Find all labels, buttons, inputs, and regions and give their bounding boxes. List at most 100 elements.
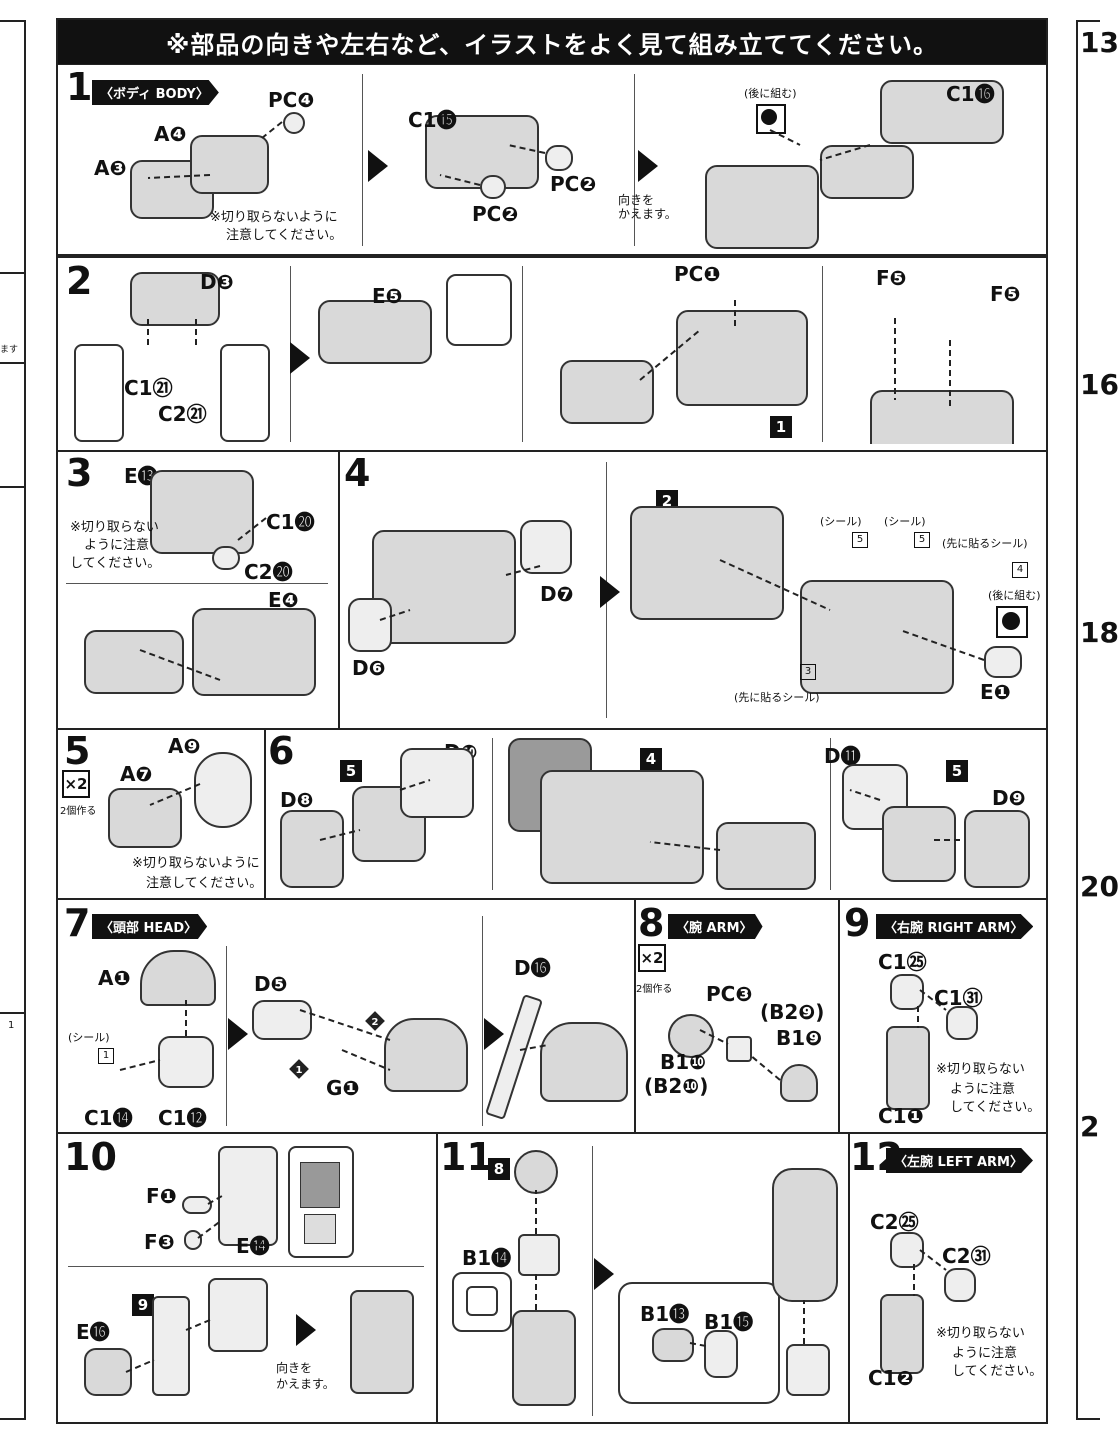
divider	[482, 916, 483, 1126]
seal-note: (シール)	[68, 1031, 110, 1044]
arm-assembly	[716, 822, 816, 890]
cut-warning: してください。	[70, 556, 161, 571]
divider	[848, 1132, 850, 1422]
divider	[68, 1266, 424, 1267]
step-arrow	[638, 150, 658, 182]
part-d3	[130, 272, 220, 326]
part-label: (B2❿)	[644, 1074, 709, 1098]
step-arrow	[484, 1018, 504, 1050]
part-label: PC❶	[674, 262, 721, 286]
part-label: A❹	[154, 122, 187, 146]
left-edge-text: ます	[0, 345, 19, 355]
step-arrow	[600, 576, 620, 608]
part-d5	[252, 1000, 312, 1040]
part-d6	[348, 598, 392, 652]
part-b1-9	[780, 1064, 818, 1102]
divider	[58, 256, 1046, 258]
part-label: D❼	[540, 582, 574, 606]
part-e1	[984, 646, 1022, 678]
cut-warning: してください。	[950, 1100, 1041, 1115]
part-label: C2⓴	[244, 560, 293, 584]
divider	[58, 728, 1046, 730]
divider	[264, 728, 266, 898]
part-label: C2㉑	[158, 402, 207, 426]
later-icon	[996, 606, 1028, 638]
step-number: 5	[64, 729, 91, 773]
step-number: 11	[440, 1135, 493, 1179]
step-ref-badge: 8	[488, 1158, 510, 1180]
part-label: B1❿	[660, 1050, 707, 1074]
part-label: A❶	[98, 966, 131, 990]
part-label: B1⓮	[462, 1246, 512, 1270]
step-ref-badge: 1	[770, 416, 792, 438]
step-number: 8	[638, 901, 665, 945]
divider	[592, 1146, 593, 1416]
part-label: PC❷	[550, 172, 597, 196]
divider	[634, 898, 636, 1132]
arm-frame	[152, 1296, 190, 1396]
poly-cap	[184, 1230, 202, 1250]
part-label: C1❷	[868, 1366, 914, 1390]
step-arrow	[594, 1258, 614, 1290]
body-part	[820, 145, 914, 199]
poly-cap	[545, 145, 573, 171]
divider	[522, 266, 523, 442]
part-label: PC❷	[472, 202, 519, 226]
part-d9	[964, 810, 1030, 888]
right-edge-step: 20	[1080, 870, 1119, 903]
divider	[362, 74, 363, 246]
part-label: C1⓮	[84, 1106, 133, 1130]
body-assembly	[630, 506, 784, 620]
part-a9	[194, 752, 252, 828]
part-label: A❼	[120, 762, 153, 786]
arm-assembly	[772, 1168, 838, 1302]
part-label: C1⓴	[266, 510, 315, 534]
svg-text:2: 2	[372, 1017, 379, 1028]
page-banner: ※部品の向きや左右など、イラストをよく見て組み立ててください。	[58, 20, 1046, 64]
left-edge-line	[0, 486, 26, 488]
step-arrow	[368, 150, 388, 182]
part-d10	[400, 748, 474, 818]
part-label: C1㉕	[878, 950, 927, 974]
step-title: 〈左腕 LEFT ARM〉	[886, 1148, 1033, 1173]
divider	[66, 583, 328, 584]
step-ref-badge: 4	[640, 748, 662, 770]
cut-warning: ※切り取らない	[70, 520, 159, 535]
cut-warning: ※切り取らないように	[210, 210, 338, 225]
cut-warning: ※切り取らない	[936, 1062, 1025, 1077]
elbow-part	[652, 1328, 694, 1362]
make-two-note: 2個作る	[60, 806, 97, 817]
divider	[58, 450, 1046, 452]
step-number: 3	[66, 451, 93, 495]
part-label: A❸	[94, 156, 127, 180]
part-e4	[192, 608, 316, 696]
part-assembly	[372, 530, 516, 644]
part-label: C1❶	[878, 1104, 924, 1128]
divider	[830, 738, 831, 890]
left-edge-line	[0, 362, 26, 364]
forearm-part	[704, 1330, 738, 1378]
later-icon	[756, 104, 786, 134]
part-label: F❸	[144, 1230, 175, 1254]
seal-number: 5	[914, 532, 930, 548]
poly-cap	[182, 1196, 212, 1214]
step-ref-badge: 9	[132, 1294, 154, 1316]
cut-warning: ように注意	[952, 1346, 1018, 1361]
arm-assembly	[882, 806, 956, 882]
part-label: B1⓭	[640, 1302, 690, 1326]
part-label: C2㉕	[870, 1210, 919, 1234]
part-label: C2㉛	[942, 1244, 991, 1268]
part-assembly	[800, 580, 954, 694]
step-number: 4	[344, 451, 371, 495]
right-edge-step: 18	[1080, 616, 1119, 649]
part-label: D❾	[992, 786, 1026, 810]
step-ref-badge: 5	[340, 760, 362, 782]
part-label: G❶	[326, 1076, 360, 1100]
poly-cap	[283, 112, 305, 134]
part-label: C1㉑	[124, 376, 173, 400]
detail-callout	[446, 274, 512, 346]
part-label: F❺	[876, 266, 907, 290]
step-arrow	[290, 342, 310, 374]
head-assembly	[540, 1022, 628, 1102]
